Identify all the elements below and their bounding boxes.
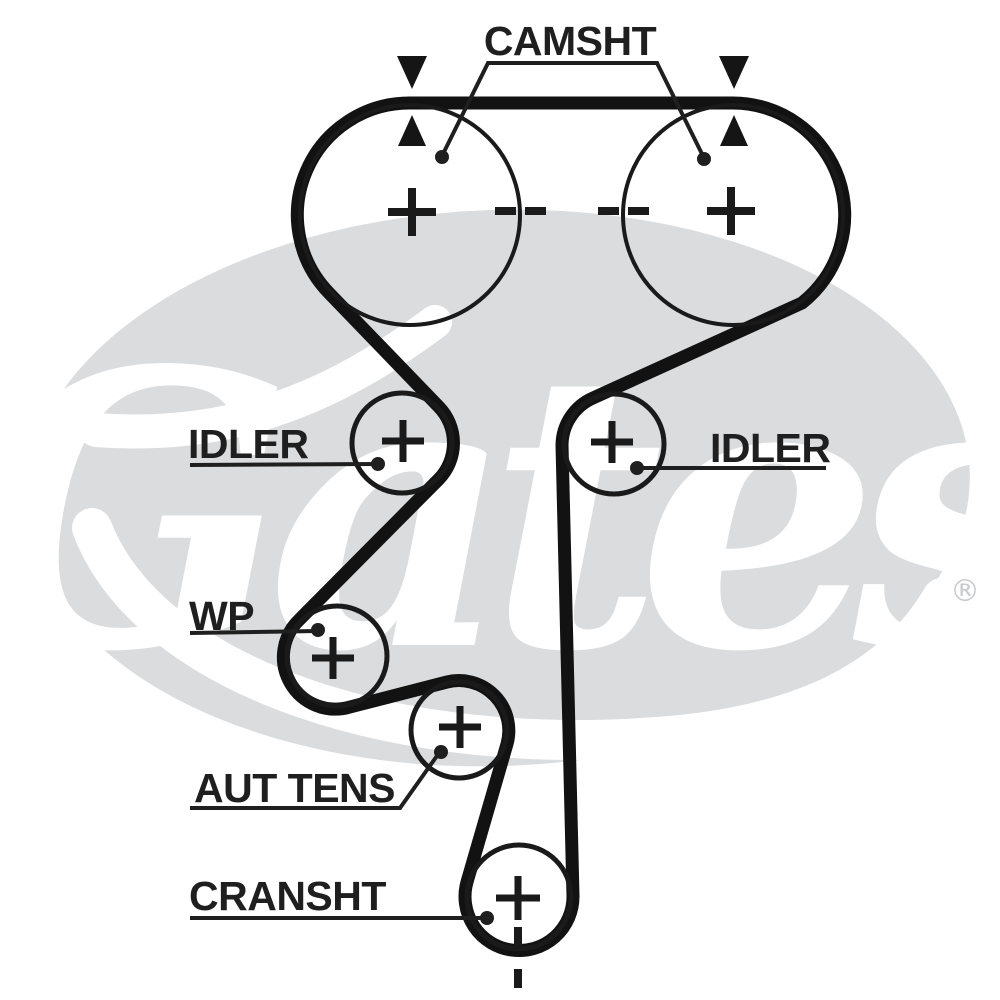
cam-left-center-mark — [388, 188, 436, 236]
water-pump-label: WP — [189, 593, 254, 639]
camshaft-label: CAMSHT — [484, 18, 657, 64]
water-pump-pulley — [284, 603, 390, 709]
idler-left-center-mark — [382, 420, 424, 462]
leader-dots — [311, 150, 711, 925]
idler-left-leader — [189, 462, 379, 467]
cam-right-center-mark — [707, 187, 755, 235]
idler-left-label: IDLER — [188, 421, 309, 467]
crankshaft-leader-dot — [480, 911, 494, 925]
tensioner-pulley — [408, 679, 510, 781]
arrow-down-icon — [719, 56, 749, 89]
tensioner-label: AUT TENS — [194, 765, 395, 811]
leader-lines — [189, 61, 826, 920]
idler-left-leader-dot — [371, 457, 385, 471]
idler-right-leader-dot — [630, 461, 644, 475]
pulley-center-marks — [312, 187, 755, 920]
water-pump-center-mark — [312, 637, 354, 679]
idler-right-center-mark — [591, 421, 633, 463]
timing-arrows — [397, 56, 749, 146]
idler-pulley-left — [349, 390, 455, 496]
cam-right-leader-dot — [697, 152, 711, 166]
crankshaft-center-mark — [496, 876, 540, 920]
gates-watermark-logo: Gates ® — [0, 209, 1000, 767]
camshaft-pulley-left — [298, 103, 522, 327]
arrow-up-icon — [398, 115, 426, 146]
tensioner-leader — [190, 751, 441, 810]
crankshaft-label: CRANSHT — [189, 873, 386, 919]
camshaft-leader-bracket — [439, 61, 706, 159]
crankshaft-pulley — [464, 842, 574, 952]
water-pump-leader-dot — [311, 623, 325, 637]
registered-trademark-icon: ® — [950, 574, 980, 609]
cam-left-leader-dot — [435, 150, 449, 164]
tensioner-center-mark — [439, 706, 481, 748]
tensioner-leader-dot — [434, 745, 448, 759]
idler-right-label: IDLER — [710, 425, 831, 471]
arrow-down-icon — [397, 56, 427, 89]
water-pump-leader — [189, 629, 319, 635]
watermark-brand-script: Gates — [0, 288, 1000, 735]
camshaft-pulley-right — [621, 103, 845, 327]
watermark-oval — [26, 209, 970, 767]
idler-pulley-right — [561, 391, 667, 497]
arrow-up-icon — [720, 115, 748, 146]
